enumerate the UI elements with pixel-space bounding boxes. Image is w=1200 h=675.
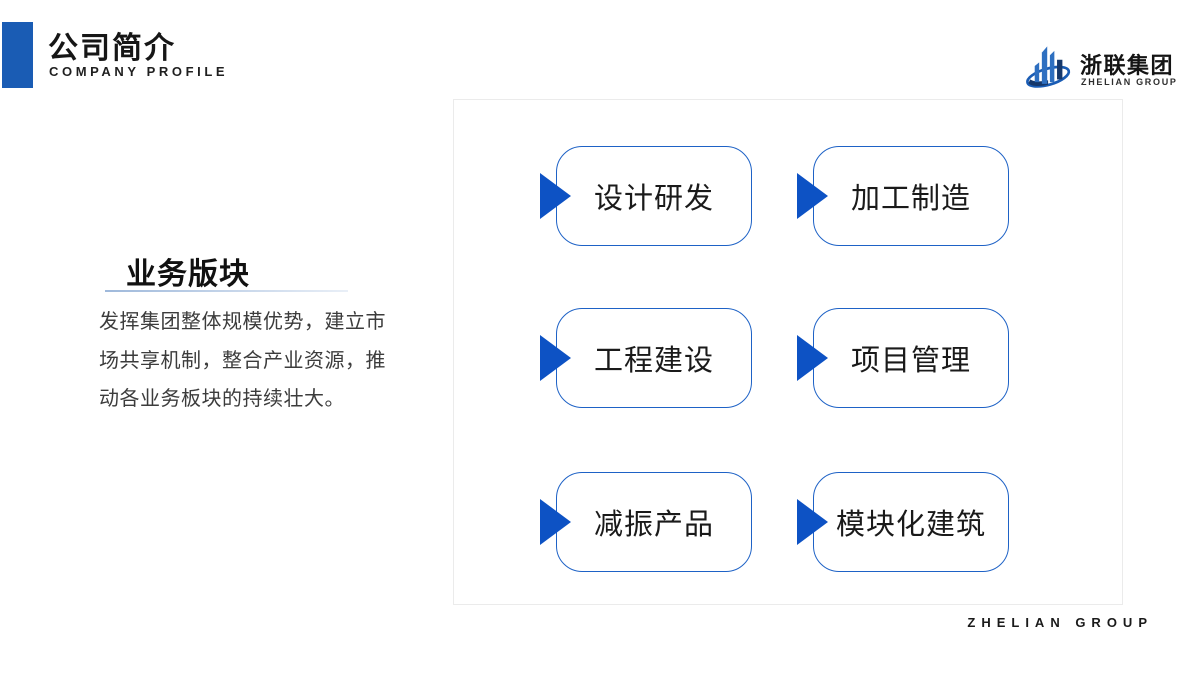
page-subtitle: COMPANY PROFILE — [49, 64, 229, 79]
description-line: 场共享机制，整合产业资源，推 — [99, 349, 386, 372]
description-line: 发挥集团整体规模优势，建立市 — [99, 311, 386, 333]
footer-watermark: ZHELIAN GROUP — [967, 615, 1153, 630]
block-label: 工程建设 — [593, 345, 714, 377]
business-block-card-manufacturing: 加工制造 — [797, 146, 1009, 246]
business-block-card-damping-products: 减振产品 — [540, 472, 752, 572]
section-description: 发挥集团整体规模优势，建立市 场共享机制，整合产业资源，推 动各业务板块的持续壮… — [99, 303, 399, 419]
arrow-right-icon — [797, 335, 828, 381]
block-label: 减振产品 — [593, 509, 714, 541]
logo-company-name-en: ZHELIAN GROUP — [1081, 77, 1178, 87]
heading-underline — [105, 290, 348, 292]
page-title: 公司简介 — [48, 32, 176, 65]
arrow-right-icon — [540, 173, 571, 219]
arrow-right-icon — [540, 499, 571, 545]
company-logo: 浙联集团 ZHELIAN GROUP — [1024, 38, 1176, 94]
arrow-right-icon — [797, 499, 828, 545]
business-block-card-engineering: 工程建设 — [540, 308, 752, 408]
block-label: 项目管理 — [850, 345, 971, 377]
arrow-right-icon — [797, 173, 828, 219]
building-swoosh-logo-icon — [1026, 46, 1071, 88]
description-line: 动各业务板块的持续壮大。 — [99, 388, 345, 411]
block-label: 加工制造 — [850, 183, 971, 215]
block-label: 模块化建筑 — [835, 509, 986, 541]
section-heading: 业务版块 — [126, 258, 250, 291]
business-block-card-project-mgmt: 项目管理 — [797, 308, 1009, 408]
logo-company-name: 浙联集团 — [1080, 53, 1175, 78]
block-label: 设计研发 — [593, 183, 714, 215]
arrow-right-icon — [540, 335, 571, 381]
business-blocks-panel: 设计研发 加工制造 工程建设 项目管理 减振产品 模块化建筑 — [453, 99, 1123, 605]
business-block-card-design-rd: 设计研发 — [540, 146, 752, 246]
business-block-card-modular-building: 模块化建筑 — [797, 472, 1009, 572]
title-accent-bar — [2, 22, 33, 88]
